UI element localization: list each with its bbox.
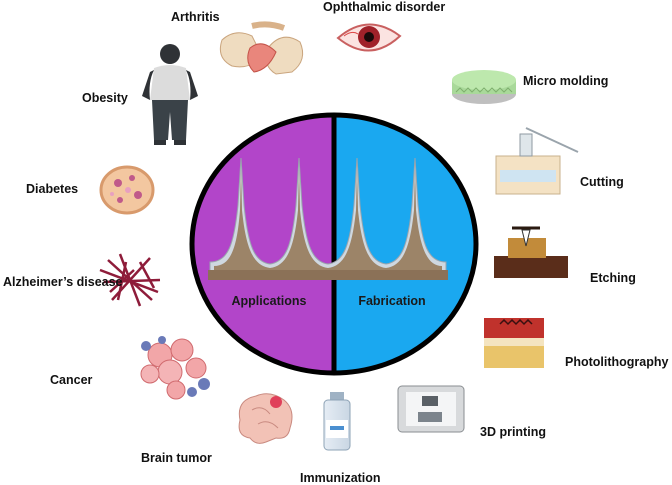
person-icon: [142, 44, 198, 145]
label-immunization: Immunization: [300, 471, 381, 485]
label-brain-tumor: Brain tumor: [141, 451, 212, 465]
label-etching: Etching: [590, 271, 636, 285]
label-micro-molding: Micro molding: [523, 74, 608, 88]
photolithography-icon: [484, 318, 544, 368]
label-diabetes: Diabetes: [26, 182, 78, 196]
circle-outline: [189, 112, 479, 376]
brain-icon: [238, 393, 293, 444]
label-alzheimers-disease: Alzheimer’s disease: [3, 275, 123, 289]
amyloid-fibrils-icon: [99, 253, 161, 307]
label-cancer: Cancer: [50, 373, 93, 387]
label-3d-printing: 3D printing: [480, 425, 546, 439]
application-labels: Arthritis Ophthalmic disorder Obesity Di…: [3, 0, 445, 485]
mold-icon: [452, 70, 516, 104]
vaccine-vial-icon: [323, 392, 351, 451]
label-arthritis: Arthritis: [171, 10, 220, 24]
label-obesity: Obesity: [82, 91, 128, 105]
label-ophthalmic-disorder: Ophthalmic disorder: [323, 0, 445, 14]
joint-icon: [219, 21, 304, 75]
3d-printer-icon: [397, 385, 465, 433]
central-circle: Applications Fabrication: [189, 112, 479, 376]
label-cutting: Cutting: [580, 175, 624, 189]
fabrication-labels: Micro molding Cutting Etching Photolitho…: [480, 74, 669, 439]
tumor-cells-icon: [140, 336, 210, 400]
pancreas-islet-icon: [99, 165, 155, 215]
microneedle-array-icon: [208, 157, 448, 280]
fabrication-label: Fabrication: [358, 294, 425, 308]
label-photolithography: Photolithography: [565, 355, 669, 369]
eye-icon: [336, 23, 402, 52]
applications-label: Applications: [231, 294, 306, 308]
cutting-tool-icon: [495, 127, 579, 195]
etching-icon: [494, 226, 568, 278]
